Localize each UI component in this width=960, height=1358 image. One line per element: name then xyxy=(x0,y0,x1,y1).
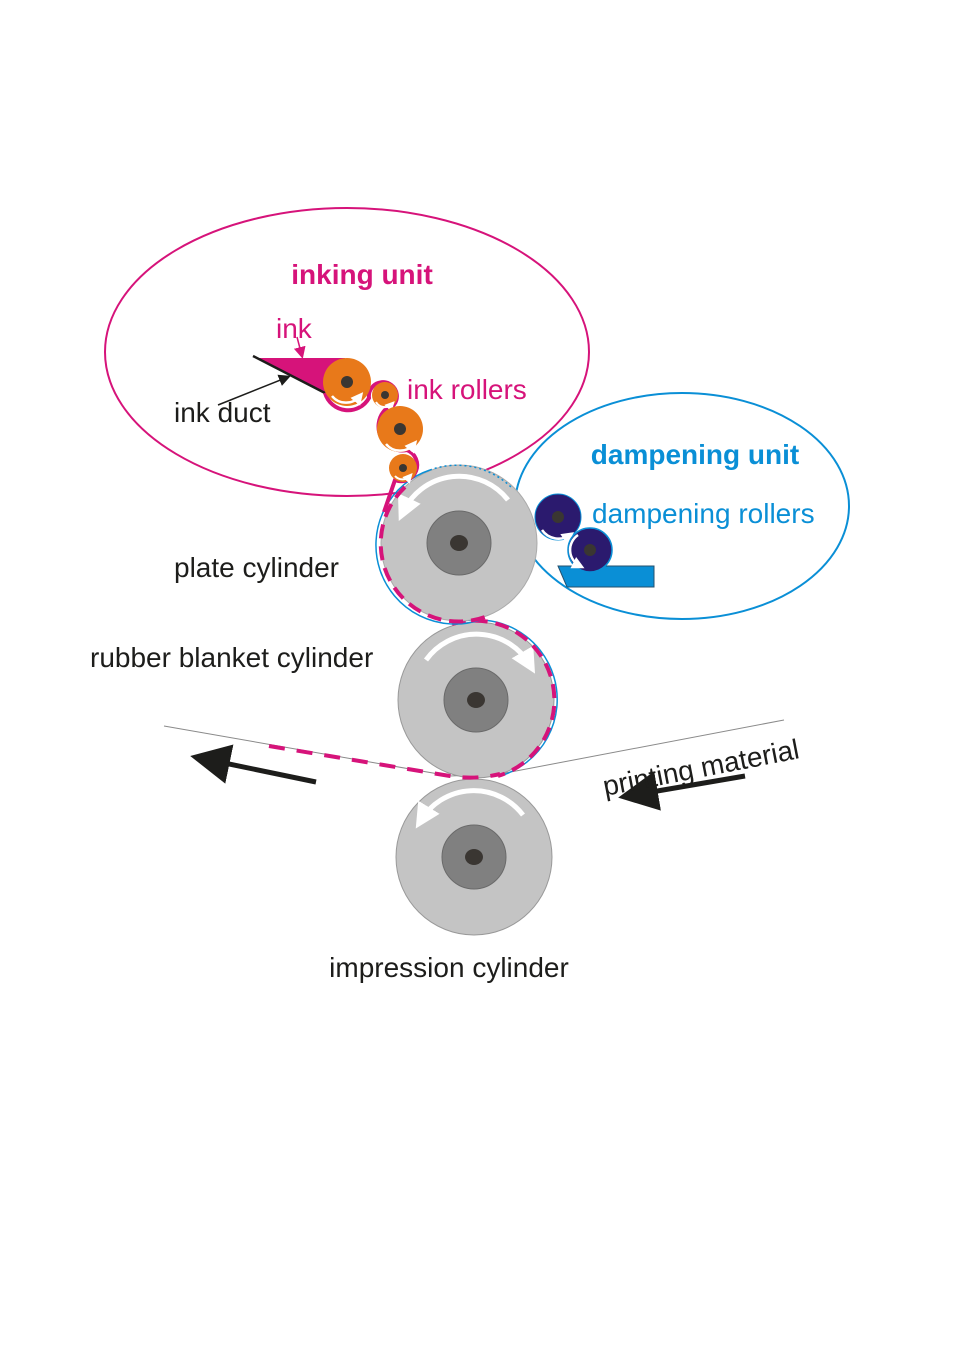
paper-in-arrow xyxy=(618,771,746,811)
dampening-roller-1 xyxy=(534,493,582,545)
ink-roller-4 xyxy=(389,454,417,484)
blanket-cylinder-axle xyxy=(467,692,485,708)
rotation-arrow-icon xyxy=(423,631,536,674)
rotation-arrow-icon xyxy=(540,529,575,545)
rotation-arrow-icon xyxy=(331,392,364,406)
ink-duct-label: ink duct xyxy=(174,397,271,428)
ink-reservoir xyxy=(256,358,345,395)
rotation-arrow-icon xyxy=(415,788,525,829)
ink-roller-1 xyxy=(323,358,371,406)
ink-film-plate xyxy=(378,485,491,624)
ink-pointer-arrow xyxy=(293,336,306,359)
dampening-rollers-label: dampening rollers xyxy=(592,498,815,529)
paper-out-arrow xyxy=(190,744,317,785)
rubber-blanket-cylinder xyxy=(397,618,558,779)
rotation-arrow-icon xyxy=(385,440,418,454)
plate-cylinder-label: plate cylinder xyxy=(174,552,339,583)
rubber-blanket-cylinder-label: rubber blanket cylinder xyxy=(90,642,373,673)
rotation-arrow-icon xyxy=(394,473,413,484)
dampening-unit-label: dampening unit xyxy=(591,439,799,470)
plate-cylinder xyxy=(375,464,538,625)
ink-roller-2 xyxy=(372,382,398,412)
inking-unit-label: inking unit xyxy=(291,259,433,290)
rotation-arrow-icon xyxy=(568,533,585,569)
ink-film-paper xyxy=(268,744,501,780)
water-tray xyxy=(557,565,655,588)
ink-roller-3 xyxy=(377,406,423,454)
ink-duct-pointer-arrow xyxy=(217,374,291,406)
plate-cylinder-axle xyxy=(450,535,468,551)
ink-duct-blade xyxy=(252,354,326,395)
ink-rollers-label: ink rollers xyxy=(407,374,527,405)
impression-cylinder xyxy=(395,778,553,936)
ink-label: ink xyxy=(276,313,313,344)
impression-cylinder-axle xyxy=(465,849,483,865)
printing-material-label: printing material xyxy=(600,733,801,801)
inking-unit-boundary xyxy=(104,207,590,497)
rotation-arrow-icon xyxy=(375,401,395,412)
impression-cylinder-label: impression cylinder xyxy=(329,952,569,983)
dampening-roller-2 xyxy=(567,527,613,573)
rotation-arrow-icon xyxy=(398,473,510,522)
